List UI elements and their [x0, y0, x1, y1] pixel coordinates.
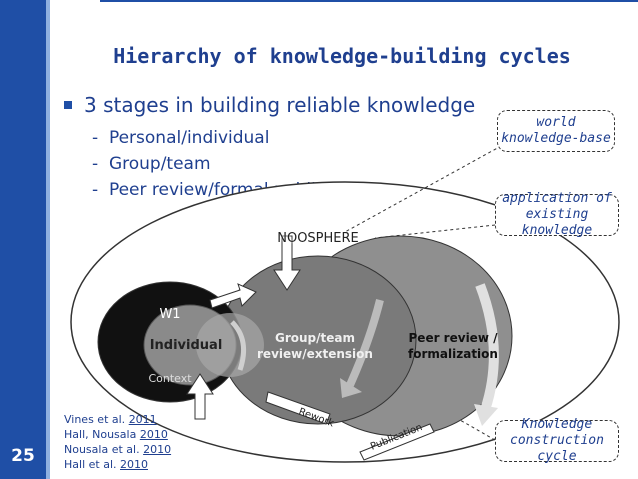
sub-point-2: - Group/team — [92, 154, 211, 174]
group-label-line2: review/extension — [257, 347, 373, 361]
peer-label-line2: formalization — [408, 347, 498, 361]
up-arrow-context — [186, 373, 214, 420]
group-label-line1: Group/team — [275, 331, 355, 345]
callout-application: application of existing knowledge — [495, 191, 619, 238]
reference-3: Nousala et al. 2010 — [64, 443, 172, 456]
group-cycle-arrowhead — [340, 378, 362, 398]
group-cycle-arrow — [346, 299, 384, 387]
callout-world-knowledge: world knowledge-base — [497, 110, 615, 152]
callout-construction: Knowledge construction cycle — [495, 417, 619, 464]
rework-band — [265, 391, 331, 425]
slide-number: 25 — [11, 446, 35, 466]
slide-sidebar: 25 — [0, 0, 50, 479]
references: Vines et al. 2011 Hall, Nousala 2010 Nou… — [64, 412, 171, 472]
individual-cycle-arrow — [230, 320, 247, 371]
overlap-circle — [196, 313, 264, 377]
reference-1: Vines et al. 2011 — [64, 413, 157, 426]
bullet-marker — [64, 101, 72, 109]
top-rule — [100, 0, 638, 2]
slide-title: Hierarchy of knowledge-building cycles — [113, 44, 571, 68]
individual-label: Individual — [150, 338, 223, 353]
noosphere-down-arrow — [273, 235, 301, 291]
reference-2: Hall, Nousala 2010 — [64, 428, 168, 441]
context-label: Context — [148, 372, 192, 385]
peer-cycle-arrow — [475, 283, 499, 412]
peer-cycle-arrowhead — [474, 404, 498, 426]
sub-point-1: - Personal/individual — [92, 128, 270, 148]
main-point: 3 stages in building reliable knowledge — [84, 93, 476, 117]
publication-band — [359, 423, 435, 461]
w1-label: W1 — [159, 307, 180, 322]
peer-label-line1: Peer review / — [409, 331, 499, 345]
noosphere-label: NOOSPHERE — [277, 231, 359, 246]
input-arrow-w1 — [209, 283, 257, 309]
leader-world — [344, 139, 513, 233]
sidebar-accent — [46, 0, 50, 479]
reference-4: Hall et al. 2010 — [64, 458, 148, 471]
leader-application — [374, 224, 496, 239]
